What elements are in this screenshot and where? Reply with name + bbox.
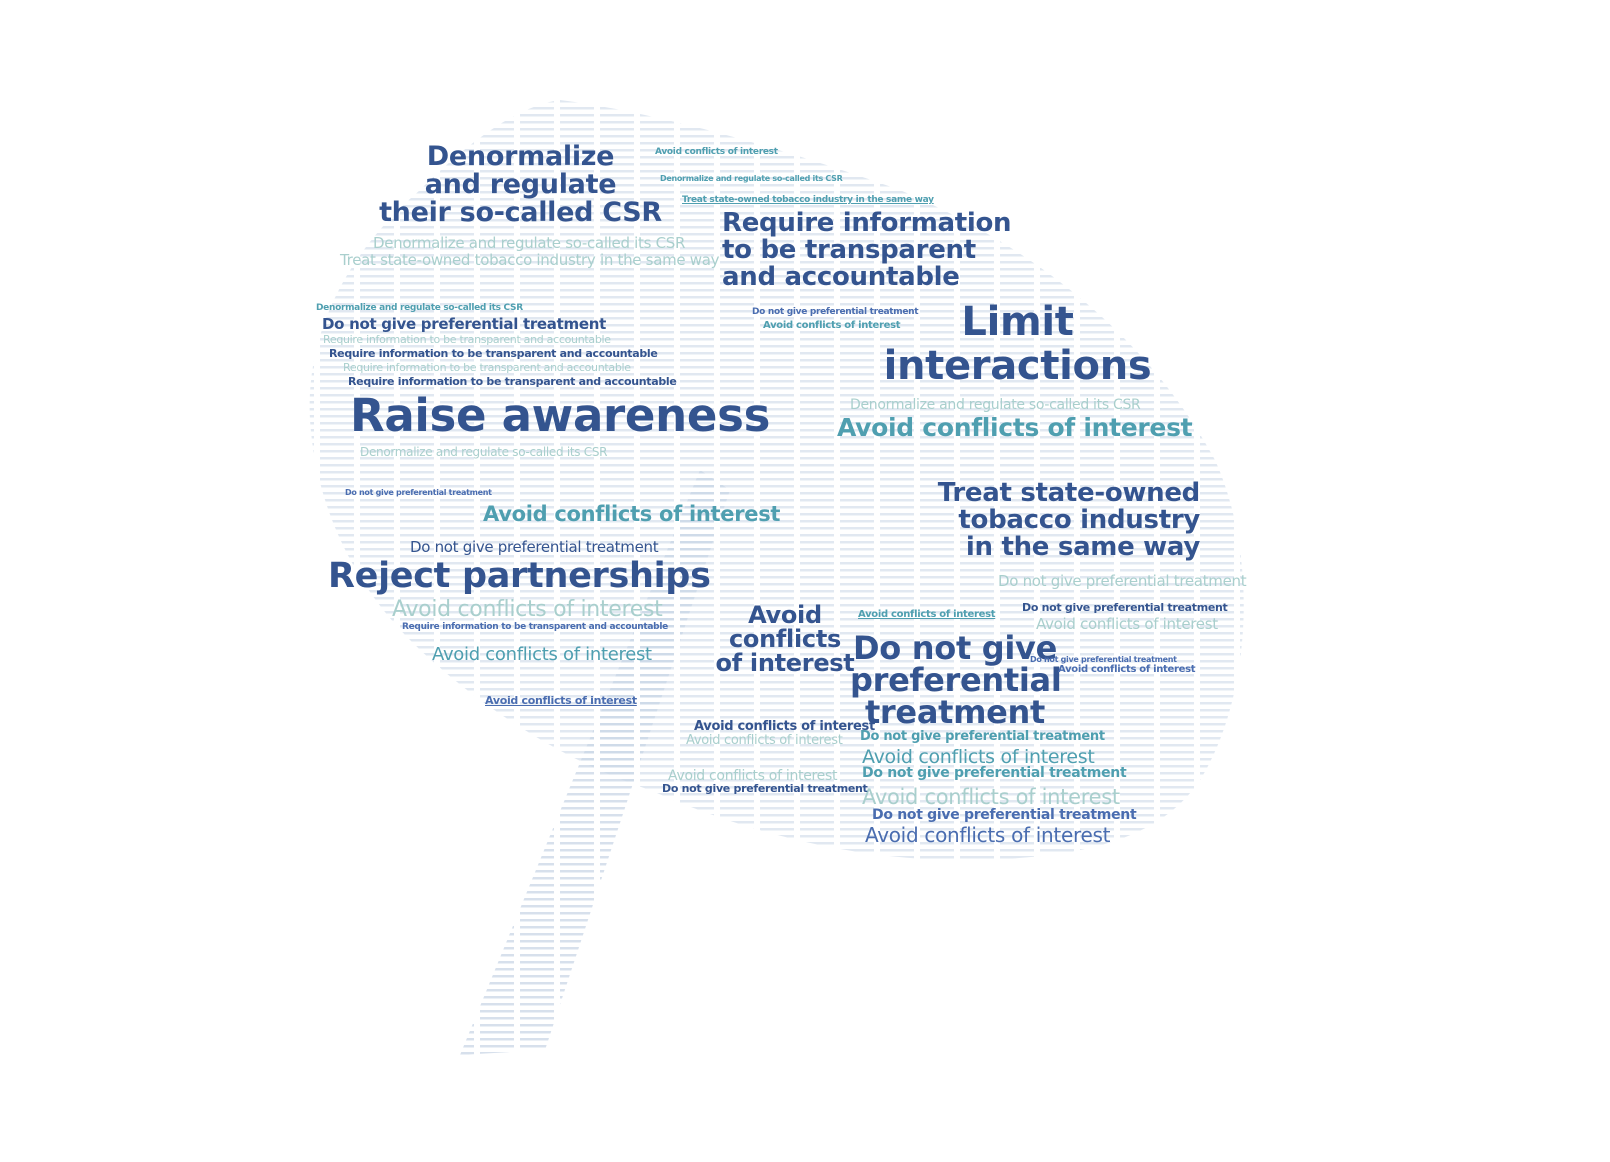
word: Do not give preferential treatment bbox=[1030, 655, 1177, 664]
word: Avoid conflicts of interest bbox=[655, 147, 778, 157]
word: Do not give preferential treatment bbox=[752, 307, 919, 317]
word: Avoid conflicts of interest bbox=[862, 785, 1120, 809]
word: Avoid conflicts of interest bbox=[1058, 664, 1196, 675]
phrase-treat-state-owned: Treat state-owned tobacco industry in th… bbox=[937, 478, 1201, 562]
word: Require information to be transparent an… bbox=[343, 361, 631, 374]
leaf-stem bbox=[460, 470, 730, 1055]
phrase-avoid-conflicts: Avoid conflicts of interest bbox=[715, 601, 855, 677]
word: Do not give preferential treatment bbox=[998, 572, 1247, 590]
word: Avoid conflicts of interest bbox=[694, 719, 875, 734]
word: Avoid conflicts of interest bbox=[858, 609, 996, 620]
word: Avoid conflicts of interest bbox=[485, 694, 637, 707]
word: Do not give preferential treatment bbox=[410, 538, 659, 556]
word: Do not give preferential treatment bbox=[1022, 601, 1228, 614]
phrase-raise-awareness: Raise awareness bbox=[350, 389, 771, 442]
word: Do not give preferential treatment bbox=[862, 765, 1127, 781]
word: Denormalize and regulate so-called its C… bbox=[373, 234, 686, 252]
word: Denormalize and regulate so-called its C… bbox=[660, 174, 843, 183]
word: Avoid conflicts of interest bbox=[763, 320, 901, 331]
word: Do not give preferential treatment bbox=[662, 782, 868, 795]
word: Avoid conflicts of interest bbox=[686, 733, 843, 748]
phrase-require-information: Require information to be transparent an… bbox=[722, 208, 1012, 292]
word: Avoid conflicts of interest bbox=[862, 746, 1095, 768]
word: Do not give preferential treatment bbox=[860, 729, 1105, 744]
word: Do not give preferential treatment bbox=[322, 315, 606, 333]
phrase-limit-interactions: Limit interactions bbox=[883, 299, 1152, 389]
word: Denormalize and regulate so-called its C… bbox=[850, 397, 1141, 413]
word: Require information to be transparent an… bbox=[348, 375, 677, 388]
word: Avoid conflicts of interest bbox=[432, 644, 652, 665]
word: Avoid conflicts of interest bbox=[1036, 615, 1218, 633]
word: Denormalize and regulate so-called its C… bbox=[316, 303, 523, 313]
leaf-shape bbox=[309, 100, 1244, 860]
word: Avoid conflicts of interest bbox=[837, 413, 1193, 442]
word: Avoid conflicts of interest bbox=[668, 768, 838, 784]
phrase-do-not-give: Do not give preferential treatment bbox=[850, 629, 1062, 731]
word: Avoid conflicts of interest bbox=[865, 823, 1111, 847]
phrase-denormalize-csr: Denormalize and regulate their so-called… bbox=[379, 141, 662, 228]
word: Avoid conflicts of interest bbox=[392, 597, 663, 622]
word: Require information to be transparent an… bbox=[323, 333, 611, 346]
word: Treat state-owned tobacco industry in th… bbox=[682, 195, 934, 205]
word: Avoid conflicts of interest bbox=[483, 502, 781, 526]
word: Treat state-owned tobacco industry in th… bbox=[340, 251, 720, 269]
word: Denormalize and regulate so-called its C… bbox=[360, 445, 608, 459]
word: Require information to be transparent an… bbox=[329, 347, 658, 360]
word: Require information to be transparent an… bbox=[402, 622, 668, 632]
word: Do not give preferential treatment bbox=[345, 488, 492, 497]
phrase-reject-partnerships: Reject partnerships bbox=[328, 556, 711, 596]
word: Do not give preferential treatment bbox=[872, 807, 1137, 823]
